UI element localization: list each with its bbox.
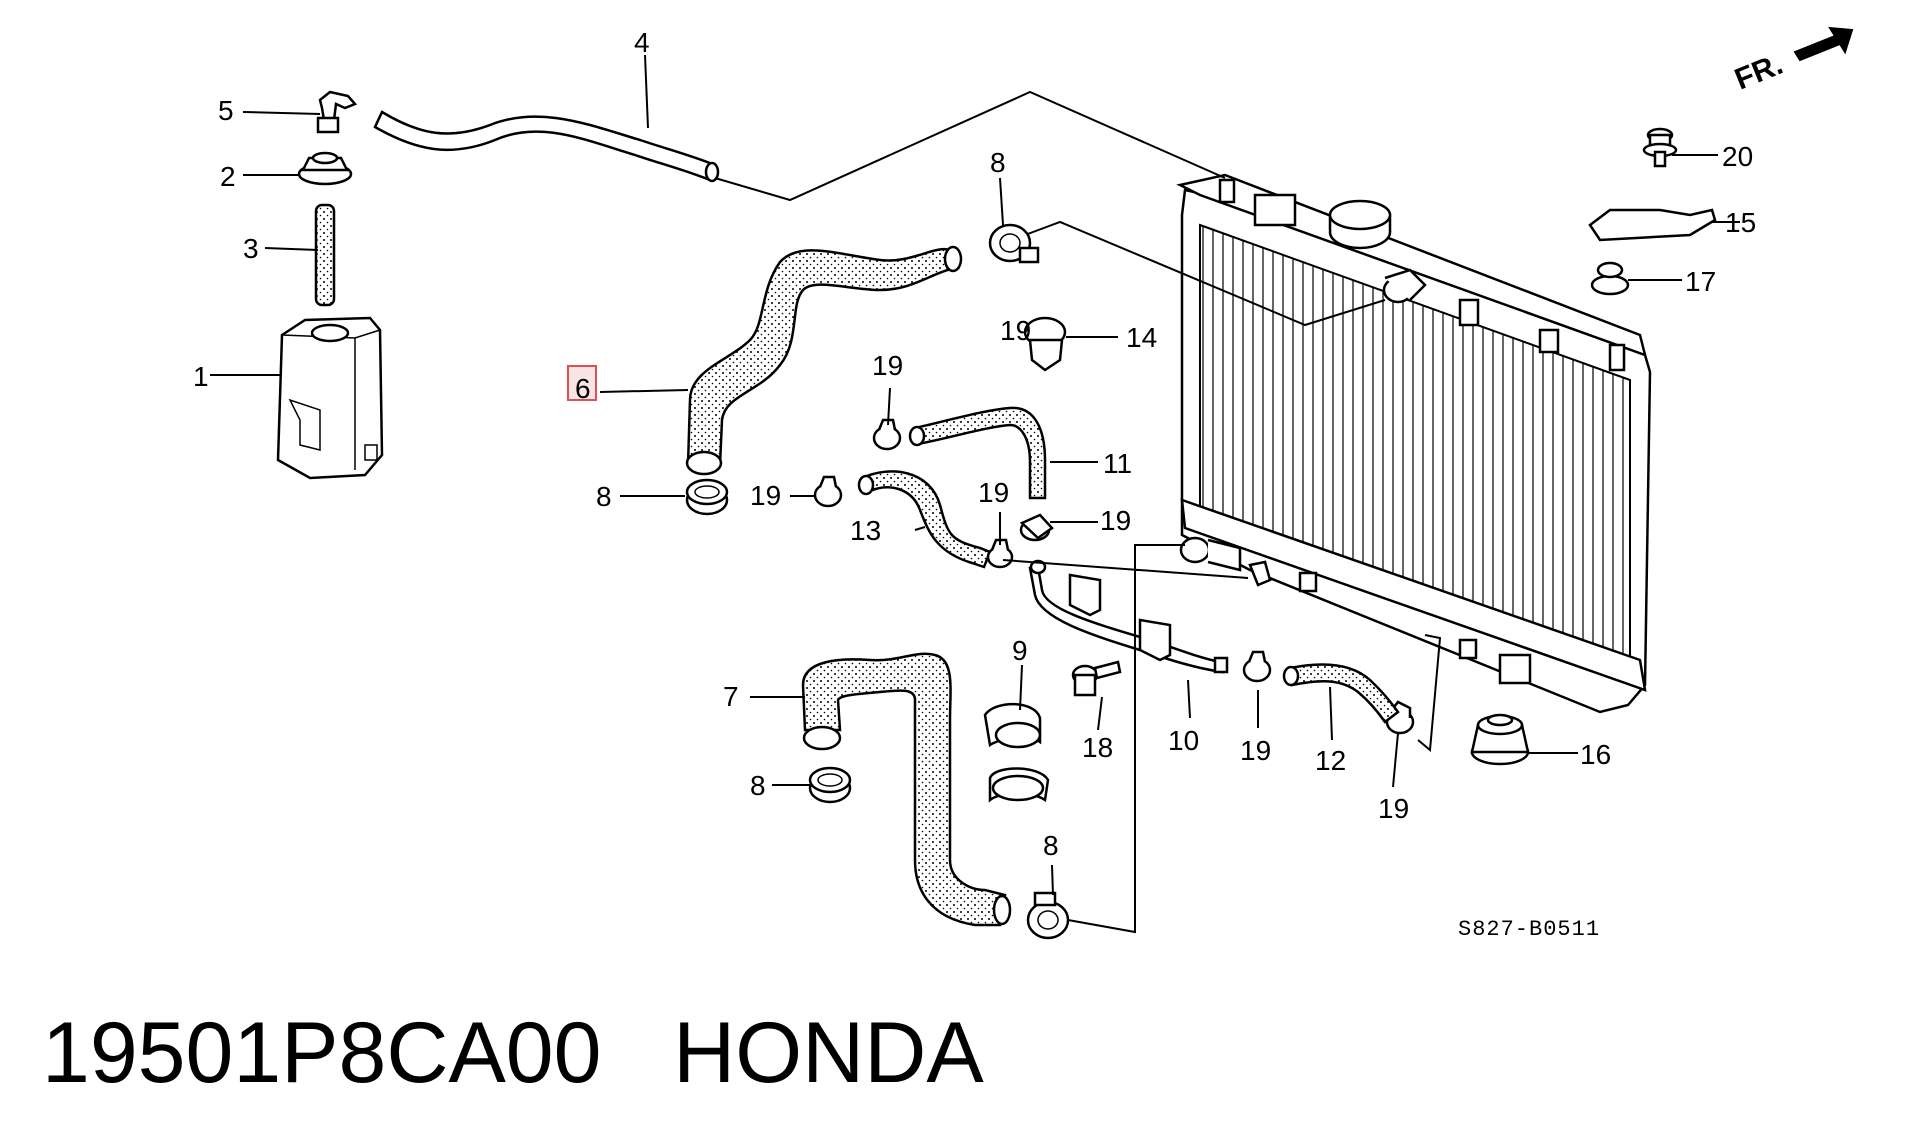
callout-labels: 1 2 3 4 5 6 7 8 8 8 8 9 10 11 12 13 14 1…: [193, 27, 1756, 861]
part-19-clip-a: [872, 418, 902, 451]
part-12-hose: [1288, 663, 1400, 724]
callout-3: 3: [243, 233, 259, 264]
part-6-hose-end: [685, 450, 723, 476]
callout-7: 7: [723, 681, 739, 712]
part-7-lower-hose: [801, 652, 1007, 927]
callout-2: 2: [220, 161, 236, 192]
part-19-clip-e: [1242, 650, 1272, 683]
callout-15: 15: [1725, 207, 1756, 238]
callout-6: 6: [575, 373, 591, 404]
part-10-pipe: [1028, 559, 1229, 674]
part-8-clamp-lower-right: [1026, 891, 1070, 940]
part-11-hose: [913, 406, 1047, 500]
callout-11: 11: [1103, 448, 1132, 479]
part-9-clamp: [983, 702, 1050, 803]
callout-1: 1: [193, 361, 209, 392]
reference-code: S827-B0511: [1458, 917, 1600, 942]
fr-label: FR.: [1730, 48, 1787, 97]
callout-17: 17: [1685, 266, 1716, 297]
part-16-mount: [1470, 713, 1530, 766]
part-20-bolt: [1642, 127, 1678, 168]
callout-19-d: 19: [1100, 505, 1131, 536]
callout-8-c: 8: [750, 770, 766, 801]
part-19-clip-c: [1019, 513, 1054, 542]
callout-8-d: 8: [1043, 830, 1059, 861]
part-8-clamp-upper: [988, 223, 1040, 264]
part-8-clamp-mid: [685, 478, 729, 516]
callout-5: 5: [218, 95, 234, 126]
callout-12: 12: [1315, 745, 1346, 776]
part-3-tube: [314, 203, 336, 307]
part-17-grommet: [1590, 261, 1630, 296]
part-5-fitting: [316, 90, 358, 134]
callout-6-highlight: [567, 365, 597, 401]
callout-10: 10: [1168, 725, 1199, 756]
part-15-bracket: [1588, 208, 1717, 242]
callout-8-a: 8: [596, 481, 612, 512]
leader-4: [714, 90, 1226, 202]
part-caption: 19501P8CA00 HONDA: [42, 1010, 984, 1096]
part-13-hose: [860, 470, 992, 569]
callout-19-c: 19: [978, 477, 1009, 508]
callout-4: 4: [634, 27, 650, 58]
callout-19-g: 19: [1000, 315, 1031, 346]
callout-14: 14: [1126, 322, 1157, 353]
front-direction-arrow: FR.: [1730, 26, 1854, 97]
part-number: 19501P8CA00: [42, 1005, 602, 1101]
callout-18: 18: [1082, 732, 1113, 763]
callout-9: 9: [1012, 635, 1028, 666]
part-19-clip-b: [813, 475, 843, 508]
callout-19-b: 19: [750, 480, 781, 511]
leader-8-upper: [1024, 220, 1386, 327]
callout-19-e: 19: [1240, 735, 1271, 766]
part-2-cap: [297, 151, 353, 186]
part-14-clip: [1023, 316, 1067, 372]
part-8-clamp-lower-left: [808, 766, 852, 804]
callout-8-b: 8: [990, 147, 1006, 178]
part-18-bolt: [1071, 660, 1122, 697]
radiator: [1176, 173, 1652, 714]
callout-19-a: 19: [872, 350, 903, 381]
callout-19-f: 19: [1378, 793, 1409, 824]
part-4-tube-end: [704, 161, 720, 183]
callout-20: 20: [1722, 141, 1753, 172]
leader-lines: [210, 54, 1740, 934]
callout-16: 16: [1580, 739, 1611, 770]
part-1-reservoir-tank: [276, 316, 384, 480]
callout-13: 13: [850, 515, 881, 546]
brand-name: HONDA: [673, 1005, 984, 1101]
